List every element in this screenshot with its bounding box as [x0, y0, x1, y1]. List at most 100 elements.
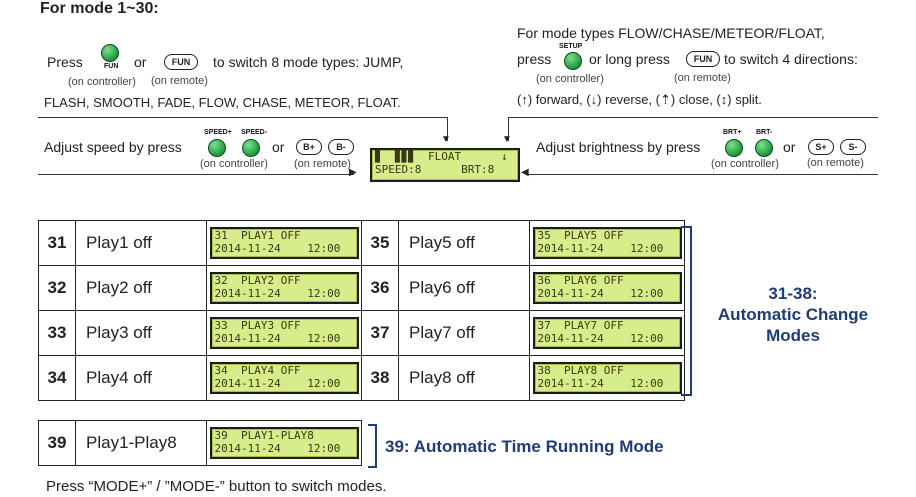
s-minus-pill: S-	[840, 139, 866, 155]
or-label-brt: or	[783, 139, 796, 155]
lcd-line-2: 2014-11-24 12:00	[214, 377, 341, 390]
arrow-left-icon: ◀	[521, 167, 529, 178]
divider-bottom-left	[38, 174, 354, 175]
setup-button-icon	[564, 52, 582, 70]
mode-name: Play1 off	[75, 220, 207, 266]
lcd-line-1: 37 PLAY7 OFF	[537, 319, 624, 332]
setup-button-label: SETUP	[559, 43, 583, 50]
speed-on-controller: (on controller)	[200, 158, 268, 170]
brt-on-remote: (on remote)	[807, 157, 864, 169]
mode-number: 34	[38, 355, 76, 401]
on-controller-note: (on controller)	[68, 76, 136, 88]
b-minus-pill: B-	[328, 139, 354, 155]
auto-change-bracket	[681, 226, 692, 396]
lcd-line-2: 2014-11-24 12:00	[214, 332, 341, 345]
arrow-down-icon: ▼	[502, 134, 512, 145]
display-lcd: ▊ ▊▊▊ FLOAT ↓ SPEED:8 BRT:8	[370, 148, 520, 182]
lcd-line-2: 2014-11-24 12:00	[537, 332, 664, 345]
brt-plus-label: BRT+	[723, 129, 742, 136]
divider-top-left	[38, 117, 448, 118]
mode-number: 35	[361, 220, 399, 266]
arrow-line-left	[447, 117, 448, 141]
speed-minus-button-icon	[242, 139, 260, 157]
brt-on-controller: (on controller)	[711, 158, 779, 170]
mode-name: Play6 off	[398, 265, 530, 311]
mode-number: 36	[361, 265, 399, 311]
mode-number: 33	[38, 310, 76, 356]
arrow-line-right	[508, 117, 509, 141]
mode-name: Play2 off	[75, 265, 207, 311]
lcd-line-1: 31 PLAY1 OFF	[214, 229, 301, 242]
on-remote-note-right: (on remote)	[674, 72, 731, 84]
brt-minus-button-icon	[755, 139, 773, 157]
lcd-line-1: 35 PLAY5 OFF	[537, 229, 624, 242]
lcd-line-1: 34 PLAY4 OFF	[214, 364, 301, 377]
lcd-line-2: SPEED:8 BRT:8	[375, 163, 495, 176]
mode-name: Play1-Play8	[75, 420, 207, 466]
switch-mode-text: to switch 8 mode types: JUMP,	[213, 54, 404, 70]
mode-name: Play7 off	[398, 310, 530, 356]
lcd-line-1: ▊ ▊▊▊ FLOAT ↓	[375, 150, 508, 163]
mode-39-label: 39: Automatic Time Running Mode	[385, 437, 664, 456]
brightness-text: Adjust brightness by press	[536, 139, 701, 155]
press-label: Press	[47, 54, 83, 70]
lcd-line-1: 32 PLAY2 OFF	[214, 274, 301, 287]
mode-number: 32	[38, 265, 76, 311]
fun-button-icon	[101, 44, 119, 62]
mode-type-list: FLASH, SMOOTH, FADE, FLOW, CHASE, METEOR…	[44, 95, 401, 110]
brt-minus-label: BRT-	[756, 129, 773, 136]
fun-remote-pill: FUN	[164, 54, 198, 70]
s-plus-pill: S+	[808, 139, 834, 155]
footer-note: Press “MODE+” / ”MODE-” button to switch…	[46, 478, 387, 495]
speed-minus-label: SPEED-	[241, 129, 268, 136]
direction-intro: For mode types FLOW/CHASE/METEOR/FLOAT,	[517, 25, 825, 41]
lcd-line-1: 36 PLAY6 OFF	[537, 274, 624, 287]
lcd-line-2: 2014-11-24 12:00	[214, 442, 341, 455]
mode-name: Play5 off	[398, 220, 530, 266]
direction-list: (↑) forward, (↓) reverse, (⇡) close, (↕)…	[517, 92, 762, 107]
mode-number: 38	[361, 355, 399, 401]
lcd-line-2: 2014-11-24 12:00	[537, 287, 664, 300]
or-long-press-label: or long press	[589, 51, 670, 67]
b-plus-pill: B+	[296, 139, 322, 155]
arrow-right-icon: ▶	[349, 167, 357, 178]
mode-number: 31	[38, 220, 76, 266]
switch-direction-text: to switch 4 directions:	[724, 51, 858, 67]
lcd-line-2: 2014-11-24 12:00	[214, 287, 341, 300]
lcd-line-2: 2014-11-24 12:00	[537, 242, 664, 255]
auto-change-subtitle: Modes	[766, 326, 820, 345]
auto-change-title: Automatic Change	[717, 305, 869, 324]
speed-text: Adjust speed by press	[44, 139, 182, 155]
speed-plus-label: SPEED+	[204, 129, 232, 136]
lcd-line-2: 2014-11-24 12:00	[537, 377, 664, 390]
mode-name: Play3 off	[75, 310, 207, 356]
fun-remote-pill-right: FUN	[686, 51, 720, 67]
auto-change-label: 31-38: Automatic Change Modes	[706, 283, 880, 346]
or-label-speed: or	[272, 139, 285, 155]
auto-change-range: 31-38:	[768, 284, 818, 303]
on-remote-note: (on remote)	[151, 75, 208, 87]
mode-number: 39	[38, 420, 76, 466]
brt-plus-button-icon	[725, 139, 743, 157]
or-label: or	[134, 54, 147, 70]
speed-plus-button-icon	[208, 139, 226, 157]
divider-bottom-right	[526, 174, 878, 175]
lcd-line-1: 33 PLAY3 OFF	[214, 319, 301, 332]
section-title: For mode 1~30:	[40, 0, 159, 17]
mode-name: Play8 off	[398, 355, 530, 401]
lcd-line-1: 38 PLAY8 OFF	[537, 364, 624, 377]
press-label-right: press	[517, 51, 552, 67]
